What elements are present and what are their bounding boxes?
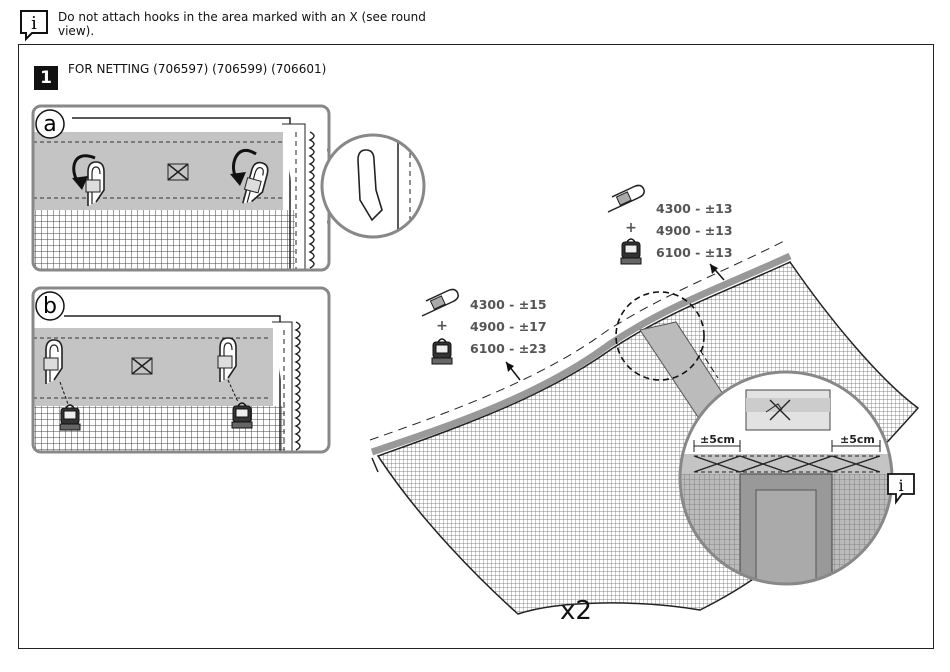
svg-text:i: i bbox=[898, 476, 903, 495]
qty-row: 6100 - ±23 bbox=[470, 341, 547, 356]
qty-row: 4300 - ±15 bbox=[470, 297, 547, 312]
hook-icon bbox=[417, 287, 460, 316]
glider-icon bbox=[232, 403, 252, 428]
round-view bbox=[322, 135, 424, 237]
hook-set-lower-icons: + bbox=[417, 287, 460, 364]
glider-icon bbox=[432, 339, 452, 364]
multiplier: x2 bbox=[560, 596, 592, 626]
glider-icon bbox=[60, 405, 80, 430]
svg-text:+: + bbox=[436, 318, 448, 334]
hook-icon bbox=[603, 183, 646, 212]
svg-text:+: + bbox=[625, 220, 637, 236]
hook-set-upper-icons: + bbox=[603, 183, 646, 264]
qty-row: 4900 - ±13 bbox=[656, 223, 733, 238]
dimension-right: ±5cm bbox=[840, 433, 875, 446]
panel-b-label: b bbox=[43, 294, 57, 319]
glider-icon bbox=[621, 239, 641, 264]
panel-a: a bbox=[33, 106, 329, 270]
qty-row: 6100 - ±13 bbox=[656, 245, 733, 260]
info-icon: i bbox=[888, 474, 914, 502]
qty-row: 4300 - ±13 bbox=[656, 201, 733, 216]
panel-b: b bbox=[33, 288, 329, 452]
dimension-left: ±5cm bbox=[700, 433, 735, 446]
panel-a-label: a bbox=[43, 112, 56, 137]
qty-row: 4900 - ±17 bbox=[470, 319, 547, 334]
